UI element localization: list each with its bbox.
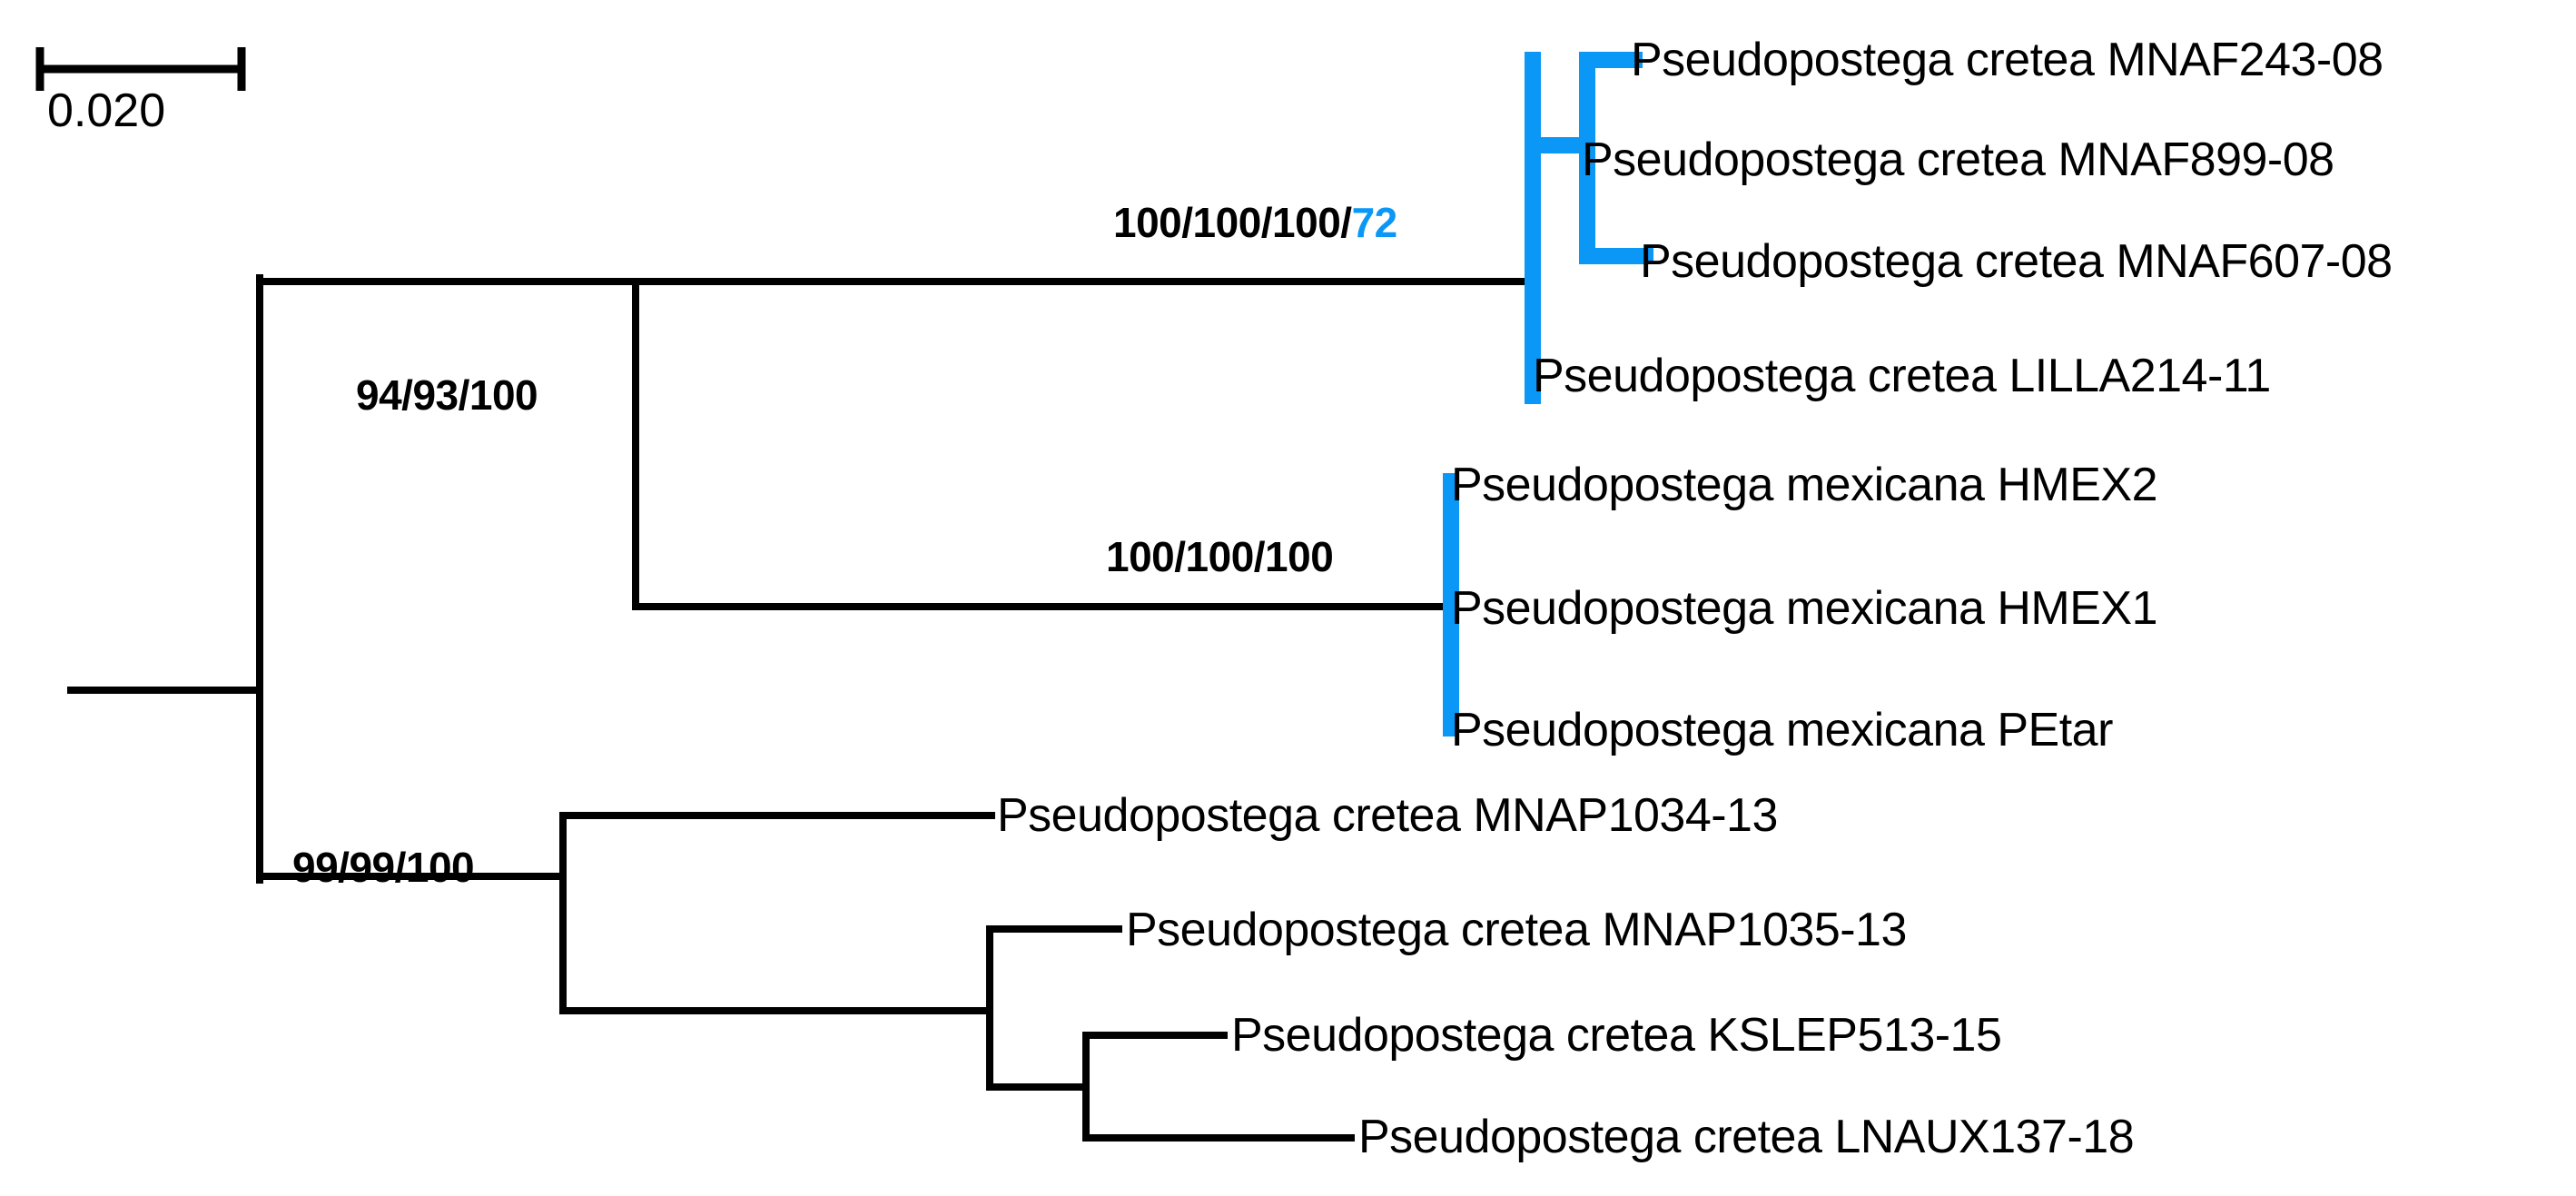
tip-label-5: Pseudopostega mexicana HMEX2: [1451, 459, 2158, 511]
tip-label-7: Pseudopostega mexicana PEtar: [1451, 704, 2113, 756]
support-label-lower: 99/99/100: [292, 844, 475, 891]
tip-label-8: Pseudopostega cretea MNAP1034-13: [997, 789, 1778, 842]
support-label-cretea-blue: 100/100/100/72: [1113, 202, 1397, 243]
support-value-highlight: 72: [1351, 199, 1398, 246]
scale-bar: [35, 47, 246, 91]
tip-label-10: Pseudopostega cretea KSLEP513-15: [1231, 1009, 2002, 1062]
support-value-main: 100/100/100/: [1113, 199, 1352, 246]
tip-label-2: Pseudopostega cretea MNAF899-08: [1582, 133, 2334, 186]
support-label-mexicana: 100/100/100: [1106, 533, 1334, 580]
tip-label-9: Pseudopostega cretea MNAP1035-13: [1126, 904, 1907, 956]
scale-bar-label: 0.020: [47, 84, 166, 137]
tip-label-4: Pseudopostega cretea LILLA214-11: [1533, 350, 2271, 402]
highlight-clade-cretea: [1525, 52, 1653, 404]
tip-label-11: Pseudopostega cretea LNAUX137-18: [1358, 1111, 2135, 1163]
tip-label-6: Pseudopostega mexicana HMEX1: [1451, 582, 2158, 635]
support-label-upper: 94/93/100: [356, 371, 538, 419]
backbone-branches: [67, 274, 1536, 1142]
tip-label-3: Pseudopostega cretea MNAF607-08: [1640, 235, 2393, 288]
tip-label-1: Pseudopostega cretea MNAF243-08: [1631, 34, 2384, 86]
